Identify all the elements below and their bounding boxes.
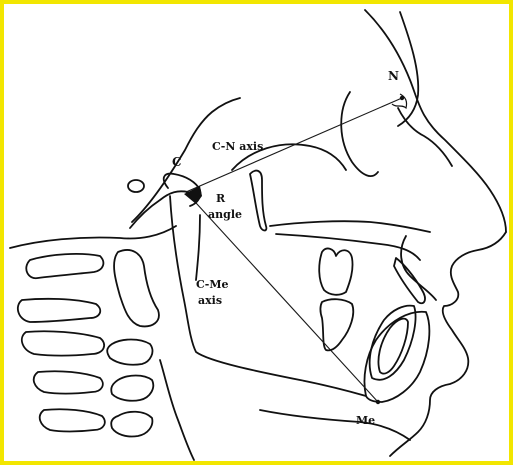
vertebra-c3	[107, 340, 152, 365]
upper-molar	[319, 249, 352, 295]
hyoid-outline	[260, 410, 410, 440]
frontal-bone-inner	[398, 12, 418, 126]
spinous-process-3	[22, 331, 104, 355]
menton-point	[376, 400, 380, 404]
soft-tissue-profile	[390, 232, 506, 456]
cranial-base-lower	[130, 191, 188, 228]
label-r-angle-2: angle	[208, 208, 242, 221]
neck-outline	[160, 360, 194, 460]
spinous-process-5	[40, 409, 105, 431]
label-nasion: N	[388, 69, 399, 83]
orbit-outline	[341, 92, 378, 176]
label-cme-axis-1: C-Me	[196, 278, 229, 291]
cephalometric-tracing: N C C-N axis R angle C-Me axis Me	[4, 4, 509, 461]
nasion-point	[400, 96, 404, 100]
spinous-process-4	[34, 371, 103, 393]
vertebra-c2	[114, 250, 159, 326]
label-r-angle-1: R	[216, 192, 226, 205]
ear-rod-marker	[128, 180, 144, 192]
palate-outline	[270, 221, 430, 232]
forehead-outline	[365, 10, 506, 232]
spinous-process-2	[18, 299, 100, 322]
vertebra-c4	[111, 376, 153, 401]
occipital-outline	[10, 226, 176, 248]
label-condylion: C	[172, 155, 182, 169]
mandible-lower-border	[196, 215, 200, 280]
symphysis-outline	[364, 312, 429, 402]
spinous-process-1	[26, 254, 103, 278]
maxilla-lower	[276, 234, 420, 260]
label-menton: Me	[356, 414, 375, 427]
vertebra-c5	[111, 412, 152, 437]
upper-incisor	[394, 258, 425, 303]
label-cme-axis-2: axis	[198, 294, 222, 307]
pterygoid-process	[250, 171, 266, 231]
lower-molar	[321, 299, 354, 350]
lower-incisor-inner	[378, 319, 408, 374]
label-cn-axis: C-N axis	[212, 140, 263, 153]
